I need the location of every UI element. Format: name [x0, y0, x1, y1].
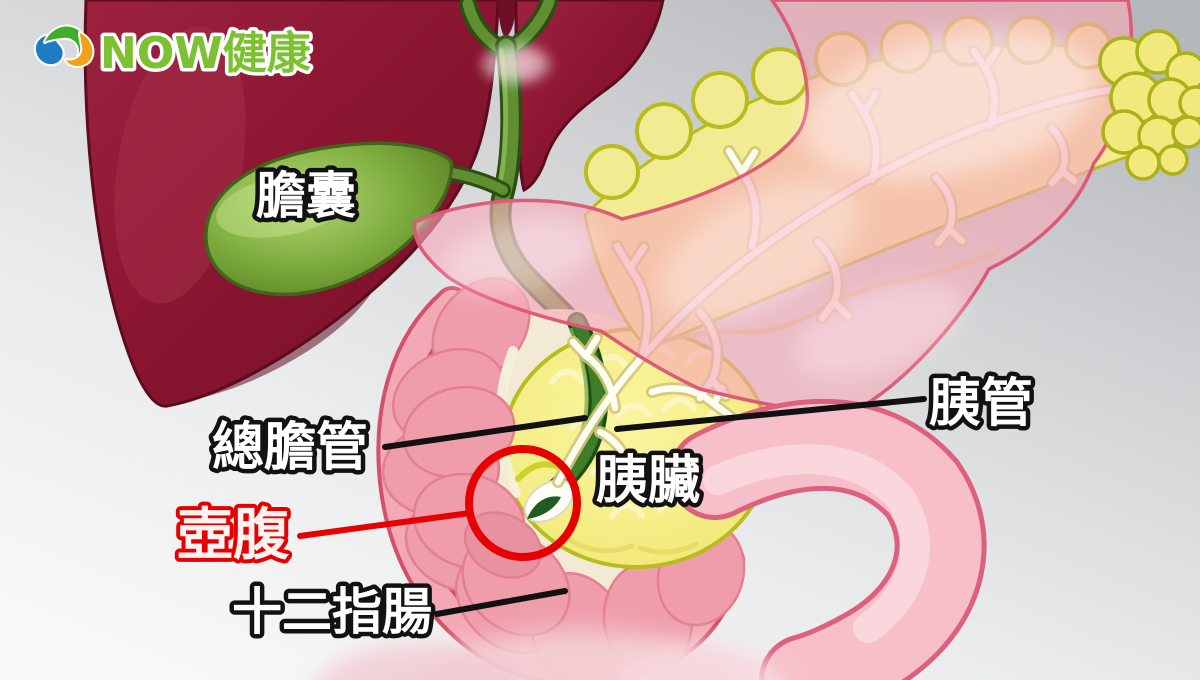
label-gallbladder: 膽囊	[256, 167, 356, 225]
label-pancreas: 胰臟	[596, 451, 700, 511]
label-duodenum: 十二指腸	[232, 583, 432, 641]
label-ampulla: 壺腹	[177, 503, 290, 568]
logo-text: NOW健康	[100, 28, 311, 79]
pancreas-tail	[1098, 29, 1200, 181]
leader-ampulla	[297, 510, 473, 539]
leader-common-bile-duct	[382, 415, 588, 450]
gallbladder	[204, 141, 511, 297]
ampulla-opening	[527, 496, 561, 519]
leader-pancreatic-duct	[614, 396, 927, 432]
stomach-highlight	[802, 29, 1098, 181]
label-pancreatic-duct: 胰管	[929, 374, 1033, 434]
leader-duodenum	[434, 588, 568, 617]
gallbladder-highlight	[216, 172, 354, 238]
stomach	[412, 0, 1134, 414]
duodenal-folds-front	[402, 385, 571, 637]
leader-lines	[297, 396, 927, 617]
label-common-bile-duct: 總膽管	[212, 418, 368, 478]
now-health-swirl-icon	[33, 24, 95, 68]
ampulla-highlight-circle	[465, 445, 581, 561]
logo: NOW健康	[33, 24, 314, 83]
bowel-loops	[318, 630, 786, 680]
jejunum	[669, 398, 987, 680]
